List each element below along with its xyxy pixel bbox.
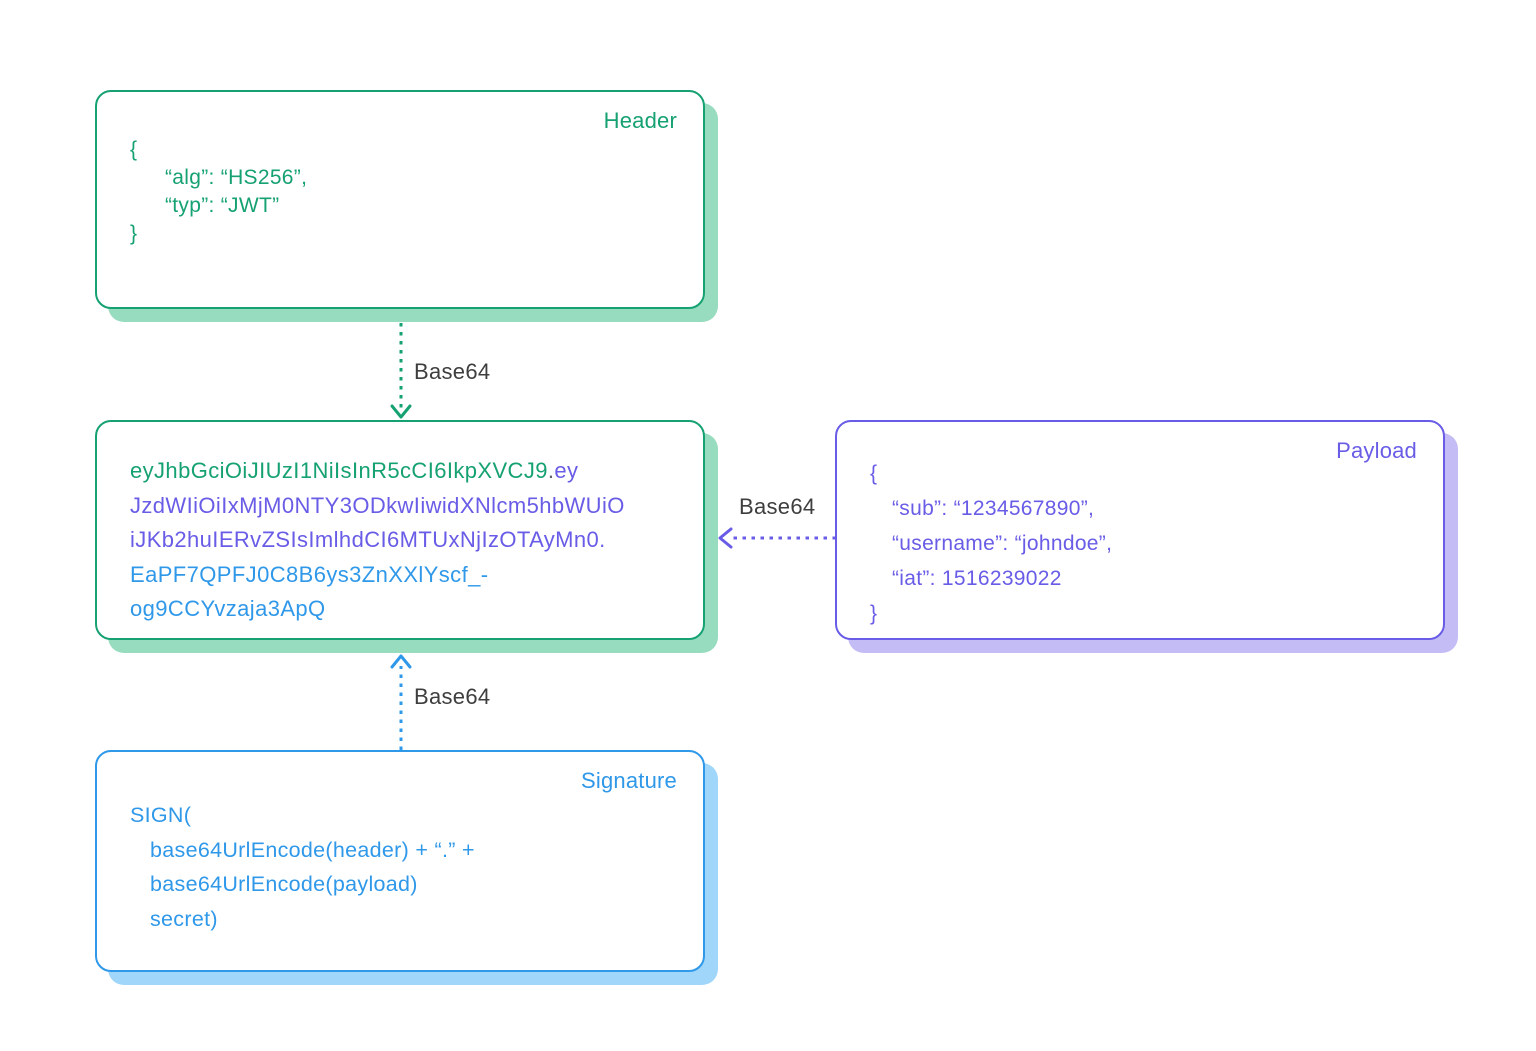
token-segment-blue: og9CCYvzaja3ApQ bbox=[130, 596, 326, 622]
header-box-title: Header bbox=[603, 108, 677, 133]
code-line: “iat”: 1516239022 bbox=[892, 567, 1062, 590]
header-json-code: { “alg”: “HS256”, “typ”: “JWT”} bbox=[130, 136, 687, 248]
payload-json-code: { “sub”: “1234567890”, “username”: “johndo… bbox=[870, 456, 1427, 631]
token-line: eyJhbGciOiJIUzI1NiIsInR5cCI6IkpXVCJ9.ey bbox=[130, 454, 687, 489]
token-segment-green: eyJhbGciOiJIUzI1NiIsInR5cCI6IkpXVCJ9 bbox=[130, 458, 548, 483]
header-box: Header { “alg”: “HS256”, “typ”: “JWT”} bbox=[95, 90, 705, 309]
base64-label-payload: Base64 bbox=[739, 494, 816, 519]
code-line: { bbox=[870, 462, 878, 485]
code-line: base64UrlEncode(header) + “.” + bbox=[150, 837, 475, 862]
arrow-signature-to-token bbox=[389, 652, 413, 752]
code-line: “username”: “johndoe”, bbox=[892, 532, 1113, 555]
payload-box: Payload { “sub”: “1234567890”, “username”:… bbox=[835, 420, 1445, 640]
base64-label-signature: Base64 bbox=[414, 684, 491, 709]
signature-code: SIGN( base64UrlEncode(header) + “.” + base… bbox=[130, 798, 687, 936]
arrow-left-icon bbox=[718, 527, 836, 549]
token-segment-purple: ey bbox=[554, 458, 579, 483]
token-line: JzdWIiOiIxMjM0NTY3ODkwIiwidXNlcm5hbWUiO bbox=[130, 489, 687, 524]
code-line: } bbox=[130, 222, 138, 245]
token-segment-blue: EaPF7QPFJ0C8B6ys3ZnXXlYscf_- bbox=[130, 561, 489, 587]
code-line: “sub”: “1234567890”, bbox=[892, 497, 1095, 520]
code-line: SIGN( bbox=[130, 803, 192, 827]
code-line: { bbox=[130, 138, 138, 161]
token-line: og9CCYvzaja3ApQ bbox=[130, 592, 687, 627]
token-line: iJKb2huIERvZSIsImlhdCI6MTUxNjIzOTAyMn0. bbox=[130, 523, 687, 558]
code-line: base64UrlEncode(payload) bbox=[150, 872, 418, 896]
code-line: “typ”: “JWT” bbox=[165, 194, 280, 217]
code-line: } bbox=[870, 602, 878, 625]
arrow-header-to-token bbox=[389, 322, 413, 422]
arrow-up-icon bbox=[390, 654, 412, 750]
signature-box-title: Signature bbox=[581, 768, 677, 793]
arrow-down-icon bbox=[390, 323, 412, 419]
base64-label-header: Base64 bbox=[414, 359, 491, 384]
arrow-payload-to-token bbox=[716, 526, 838, 550]
code-line: “alg”: “HS256”, bbox=[165, 166, 308, 189]
payload-box-title: Payload bbox=[1336, 438, 1417, 463]
token-segment-dot: . bbox=[547, 458, 555, 483]
token-segment-purple: iJKb2huIERvZSIsImlhdCI6MTUxNjIzOTAyMn0. bbox=[130, 527, 606, 553]
token-segment-purple: JzdWIiOiIxMjM0NTY3ODkwIiwidXNlcm5hbWUiO bbox=[130, 492, 625, 518]
signature-box: Signature SIGN( base64UrlEncode(header) +… bbox=[95, 750, 705, 972]
token-line: EaPF7QPFJ0C8B6ys3ZnXXlYscf_- bbox=[130, 558, 687, 593]
code-line: secret) bbox=[150, 906, 218, 931]
